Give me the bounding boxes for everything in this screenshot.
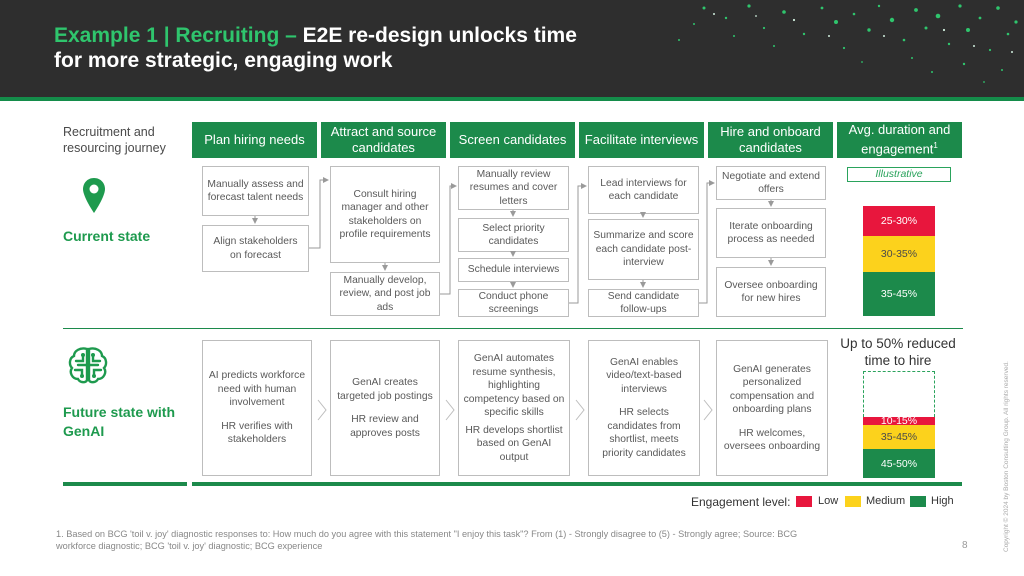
step-negotiate-offers: Negotiate and extend offers <box>716 166 826 200</box>
title-main: E2E re-design unlocks time <box>296 24 577 47</box>
future-segment-label: 35-45% <box>880 431 918 443</box>
step-lead-interviews: Lead interviews for each candidate <box>588 166 699 214</box>
stage-label: Hire and onboard candidates <box>720 124 821 155</box>
current-segment-high: 35-45% <box>863 272 935 316</box>
future-step-plan: AI predicts workforce need with human in… <box>202 340 312 476</box>
duration-header-text: Avg. duration and engagement <box>848 122 951 157</box>
bottom-bar <box>63 482 187 486</box>
step-assess-forecast: Manually assess and forecast talent need… <box>202 166 309 216</box>
header-divider <box>0 97 1024 101</box>
step-oversee-onboarding: Oversee onboarding for new hires <box>716 267 826 317</box>
reduced-time-note: Up to 50% reduced time to hire <box>840 336 956 368</box>
current-segment-label: 30-35% <box>880 248 918 260</box>
page-number: 8 <box>962 540 968 551</box>
stage-screen: Screen candidates <box>450 122 575 158</box>
stage-label: Facilitate interviews <box>584 132 699 147</box>
stage-label: Plan hiring needs <box>204 132 305 147</box>
legend-swatch-high <box>910 496 926 507</box>
legend-label-medium: Medium <box>866 495 906 507</box>
legend-label-high: High <box>931 495 954 507</box>
footnote-mark: 1 <box>933 141 938 151</box>
current-segment-medium: 30-35% <box>863 236 935 272</box>
stage-attract-source: Attract and source candidates <box>321 122 446 158</box>
future-step-hr-text: HR welcomes, oversees onboarding <box>723 427 821 453</box>
future-segment-label: 10-15% <box>880 415 918 427</box>
future-step-screen: GenAI automates resume synthesis, highli… <box>458 340 570 476</box>
future-step-ai-text: GenAI generates personalized compensatio… <box>729 363 815 416</box>
duration-header: Avg. duration and engagement1 <box>837 122 962 157</box>
step-phone-screenings: Conduct phone screenings <box>458 289 569 317</box>
future-step-ai-text: GenAI creates targeted job postings <box>337 377 433 402</box>
legend-swatch-low <box>796 496 812 507</box>
future-step-ai-text: AI predicts workforce need with human in… <box>208 370 306 409</box>
footnote: 1. Based on BCG 'toil v. joy' diagnostic… <box>56 529 798 551</box>
future-step-hr-text: HR selects candidates from shortlist, me… <box>602 407 686 459</box>
step-select-priority: Select priority candidates <box>458 218 569 252</box>
future-step-hr-text: HR verifies with stakeholders <box>221 420 293 446</box>
stage-hire-onboard: Hire and onboard candidates <box>708 122 833 158</box>
future-step-interviews: GenAI enables video/text-based interview… <box>588 340 700 476</box>
decorative-dots-icon <box>678 4 1018 83</box>
step-send-follow-ups: Send candidate follow-ups <box>588 289 699 317</box>
legend-swatch-medium <box>845 496 861 507</box>
future-segment-label: 45-50% <box>880 457 918 470</box>
stage-duration-engagement: Avg. duration and engagement1 <box>837 122 962 158</box>
future-step-onboard: GenAI generates personalized compensatio… <box>716 340 828 476</box>
state-divider <box>63 328 963 329</box>
future-step-ai-text: GenAI enables video/text-based interview… <box>606 356 682 395</box>
current-segment-label: 25-30% <box>880 215 918 227</box>
step-align-stakeholders: Align stakeholders on forecast <box>202 225 309 272</box>
current-state-label: Current state <box>63 228 151 244</box>
stage-plan-hiring: Plan hiring needs <box>192 122 317 158</box>
current-segment-label: 35-45% <box>880 288 918 300</box>
future-step-ai-text: GenAI automates resume synthesis, highli… <box>463 353 565 418</box>
brain-circuit-icon <box>68 347 108 384</box>
illustrative-tag: Illustrative <box>847 167 951 182</box>
step-consult-manager: Consult hiring manager and other stakeho… <box>330 166 440 263</box>
legend-title: Engagement level: <box>691 495 791 509</box>
stage-label: Attract and source candidates <box>330 124 437 155</box>
future-segment-low: 10-15% <box>863 415 935 427</box>
future-state-label: Future state with GenAI <box>63 404 176 439</box>
stage-facilitate-interviews: Facilitate interviews <box>579 122 704 158</box>
stage-label: Screen candidates <box>458 132 567 147</box>
future-step-hr-text: HR review and approves posts <box>350 414 420 439</box>
bottom-bar <box>192 482 962 486</box>
journey-label: Recruitment and resourcing journey <box>63 125 166 155</box>
current-segment-low: 25-30% <box>863 206 935 236</box>
location-pin-icon <box>83 178 105 213</box>
step-iterate-onboarding: Iterate onboarding process as needed <box>716 208 826 258</box>
step-develop-job-ads: Manually develop, review, and post job a… <box>330 272 440 316</box>
step-schedule-interviews: Schedule interviews <box>458 258 569 282</box>
future-step-hr-text: HR develops shortlist based on GenAI out… <box>465 424 563 463</box>
step-review-resumes: Manually review resumes and cover letter… <box>458 166 569 210</box>
step-summarize-score: Summarize and score each candidate post-… <box>588 219 699 280</box>
future-step-attract: GenAI creates targeted job postings HR r… <box>330 340 440 476</box>
future-segment-medium: 35-45% <box>863 425 935 449</box>
legend-label-low: Low <box>818 495 839 507</box>
copyright: Copyright © 2024 by Boston Consulting Gr… <box>1003 361 1010 552</box>
title-line2: for more strategic, engaging work <box>54 49 393 72</box>
reduction-dashed-outline <box>863 371 935 417</box>
slide-header: Example 1 | Recruiting – E2E re-design u… <box>0 0 1024 100</box>
future-segment-high: 45-50% <box>863 449 935 478</box>
title-highlight: Example 1 | Recruiting – <box>54 24 297 47</box>
page-title: Example 1 | Recruiting – E2E re-design u… <box>54 23 577 73</box>
